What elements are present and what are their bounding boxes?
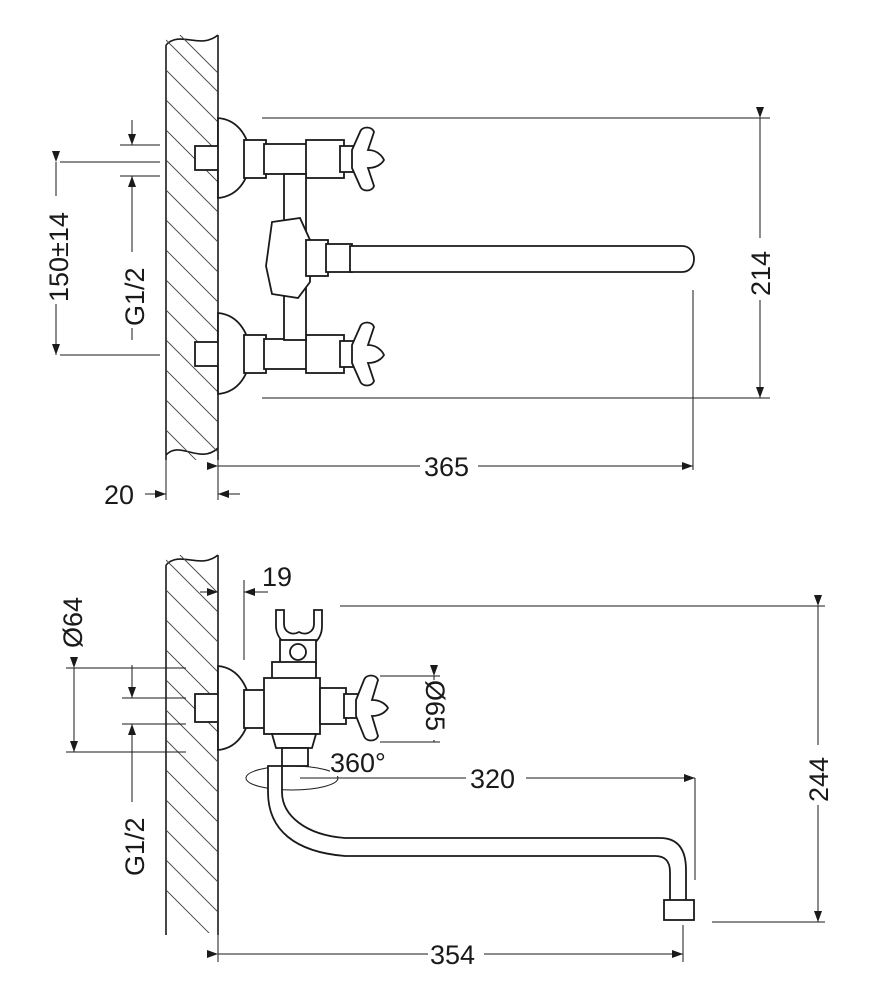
- side-dimensions: [66, 580, 825, 962]
- side-inlet: [194, 665, 267, 751]
- dim-thread-label-top: G1/2: [120, 267, 150, 326]
- dim-width-label: 365: [424, 452, 469, 482]
- dim-offset-label: 20: [104, 480, 134, 510]
- top-view: 214 365 150±14 G1/2 20: [38, 34, 780, 510]
- side-body: [263, 609, 390, 767]
- wall-top: [165, 34, 219, 460]
- top-dimensions: [52, 107, 770, 500]
- dim-depth-label: 19: [262, 562, 292, 592]
- dim-total-height-label: 244: [804, 757, 834, 802]
- side-spout: [267, 765, 695, 921]
- dim-flange-dia-label: Ø64: [58, 597, 88, 648]
- dim-spacing-label: 150±14: [44, 212, 74, 302]
- dim-total-length-label: 354: [430, 940, 475, 970]
- dim-rotation-label: 360°: [330, 748, 386, 778]
- wall-side: [165, 554, 219, 935]
- dim-handle-dia-label: Ø65: [420, 680, 450, 731]
- lower-inlet: [194, 312, 385, 395]
- mixer-body-top: [265, 173, 695, 341]
- side-view: 244 19 Ø64 G1/2 Ø65 360° 320 354: [52, 554, 838, 970]
- dim-thread-label-side: G1/2: [120, 817, 150, 876]
- dim-spout-length-label: 320: [470, 764, 515, 794]
- dim-height-label: 214: [746, 251, 776, 296]
- upper-inlet: [194, 117, 385, 199]
